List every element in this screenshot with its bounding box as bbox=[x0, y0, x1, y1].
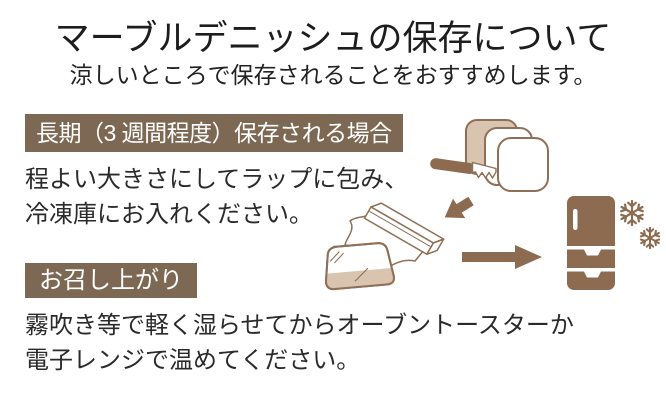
arrow-right-icon bbox=[462, 245, 542, 269]
page-subtitle: 涼しいところで保存されることをおすすめします。 bbox=[69, 62, 597, 88]
sliced-bread-knife-icon bbox=[430, 119, 549, 192]
refrigerator-icon bbox=[565, 196, 617, 290]
section-body-long-term-storage: 程よい大きさにしてラップに包み、 冷凍庫にお入れください。 bbox=[25, 162, 408, 232]
storage-illustration bbox=[321, 119, 666, 291]
body-line: 冷凍庫にお入れください。 bbox=[25, 201, 313, 228]
body-line: 電子レンジで温めてください。 bbox=[25, 347, 361, 374]
section-heading-how-to-eat: お召し上がり bbox=[25, 263, 197, 298]
arrow-down-left-icon bbox=[444, 196, 474, 219]
page-title: マーブルデニッシュの保存について bbox=[54, 19, 612, 58]
section-heading-long-term-storage: 長期（3 週間程度）保存される場合 bbox=[25, 114, 403, 152]
section-body-how-to-eat: 霧吹き等で軽く湿らせてからオーブントースターか 電子レンジで温めてください。 bbox=[25, 308, 574, 378]
body-line: 程よい大きさにしてラップに包み、 bbox=[25, 166, 409, 193]
snowflake-icon bbox=[620, 201, 661, 248]
body-line: 霧吹き等で軽く湿らせてからオーブントースターか bbox=[25, 312, 574, 339]
